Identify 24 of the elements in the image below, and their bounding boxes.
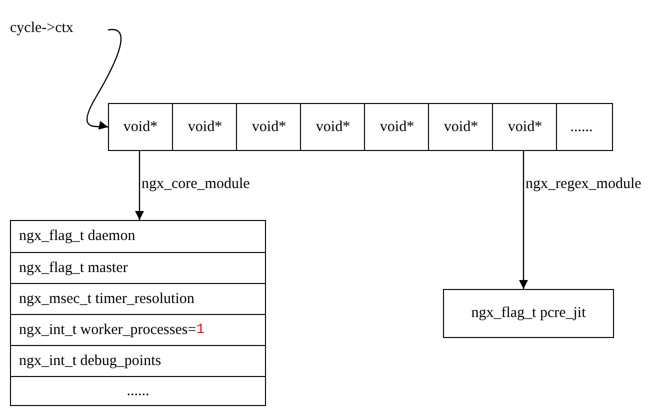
field-row: ......	[11, 376, 265, 406]
arrow	[135, 151, 144, 220]
array-cell: void*	[428, 103, 493, 151]
field-row: ngx_int_t debug_points	[11, 345, 265, 376]
arrow	[86, 29, 122, 130]
field-row: ngx_flag_t master	[11, 252, 265, 283]
array-cell: void*	[492, 103, 557, 151]
edge-label: ngx_core_module	[142, 177, 250, 192]
array-cell: void*	[364, 103, 429, 151]
field-row: ngx_flag_t daemon	[11, 221, 265, 252]
array-cell: ......	[556, 103, 606, 151]
field-row: ngx_msec_t timer_resolution	[11, 283, 265, 314]
pointer-label: cycle->ctx	[10, 16, 100, 40]
array-cell: void*	[108, 103, 173, 151]
array-cell: void*	[236, 103, 301, 151]
field-text: ngx_int_t worker_processes=	[19, 320, 196, 340]
array-cell: void*	[300, 103, 365, 151]
array-cell: void*	[172, 103, 237, 151]
edge-label: ngx_regex_module	[526, 177, 642, 192]
arrow	[519, 151, 528, 289]
array-box	[108, 103, 613, 151]
struct-box: ngx_flag_t pcre_jit	[443, 289, 614, 338]
field-value: 1	[196, 320, 205, 340]
struct-box	[10, 220, 266, 406]
